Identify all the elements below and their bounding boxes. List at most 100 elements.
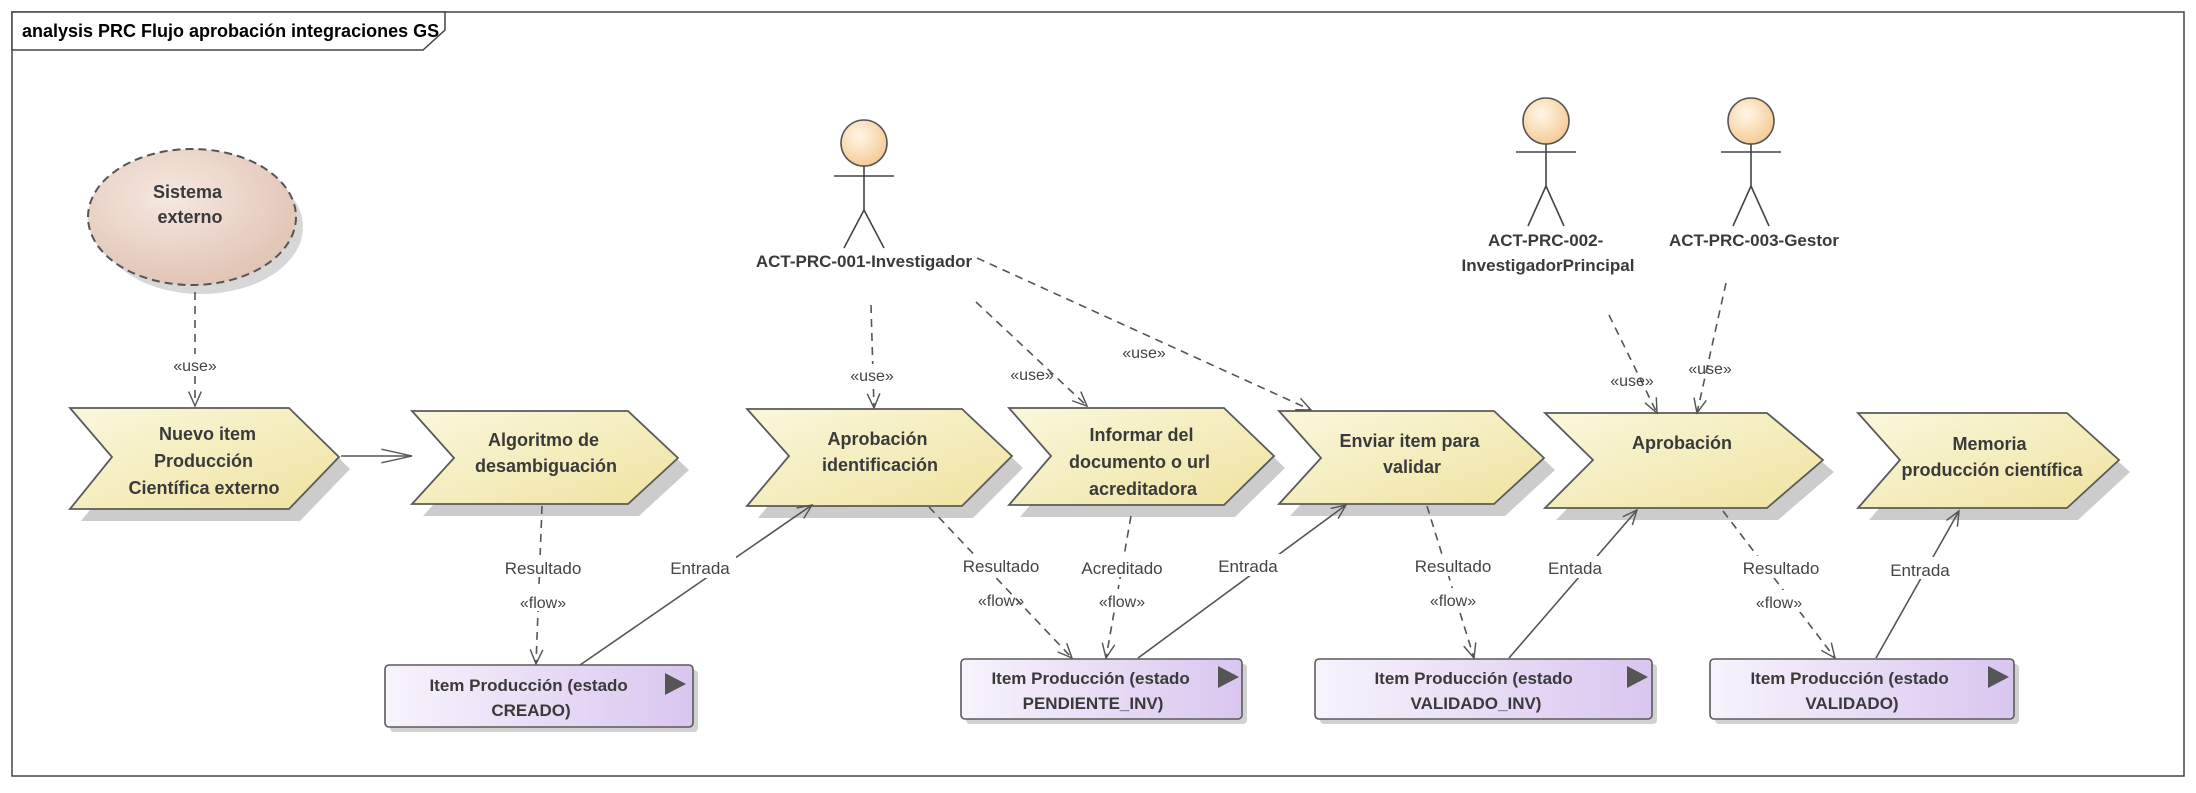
actor-head-icon (1727, 97, 1775, 145)
connectors (188, 257, 1960, 666)
flow-label: «flow» (1756, 595, 1802, 612)
flow-connector[interactable] (1101, 515, 1132, 660)
process-algoritmo-label-2: desambiguación (475, 456, 617, 476)
svg-text:Item Producción (estado: Item Producción (estado VALIDADO_INV) (1374, 669, 1577, 713)
flow-label: «flow» (520, 595, 566, 612)
use-label: «use» (1688, 361, 1732, 378)
external-system[interactable]: Sistema externo (87, 148, 303, 294)
play-icon (1627, 666, 1648, 688)
process-aprobacion-label: Aprobación (1632, 433, 1732, 453)
flow-label: «flow» (1099, 594, 1145, 611)
use-connector[interactable] (1608, 314, 1658, 415)
svg-text:Informar del documento o: Informar del documento o url acreditador… (1069, 425, 1215, 499)
process-algoritmo-label-1: Algoritmo de (488, 430, 599, 450)
play-icon (665, 673, 686, 695)
process-aprobacion[interactable]: Aprobación (1542, 412, 1834, 520)
external-system-label-2: externo (157, 207, 222, 227)
resultado-label: Resultado (963, 557, 1040, 576)
process-nuevo-item-label-3: Científica externo (128, 478, 279, 498)
actor-gestor-label: ACT-PRC-003-Gestor (1669, 231, 1839, 250)
use-connector[interactable] (975, 301, 1089, 408)
resultado-label: Resultado (1415, 557, 1492, 576)
process-aprobacion-identificacion-label-2: identificación (822, 455, 938, 475)
frame-title: analysis PRC Flujo aprobación integracio… (22, 21, 439, 41)
flow-connector[interactable] (1722, 510, 1837, 660)
svg-text:Nuevo item Producción: Nuevo item Producción Científica externo (128, 424, 279, 498)
process-memoria[interactable]: Memoria producción científica (1855, 412, 2130, 520)
object-validado-inv-label-1: Item Producción (estado (1374, 669, 1572, 688)
input-connector[interactable] (1508, 508, 1639, 659)
actor-investigador-principal[interactable]: ACT-PRC-002- InvestigadorPrincipal (1462, 97, 1635, 275)
process-enviar-item-label-1: Enviar item para (1339, 431, 1480, 451)
svg-text:Item Producción (estado: Item Producción (estado PENDIENTE_INV) (991, 669, 1194, 713)
flow-connector[interactable] (529, 505, 544, 666)
actor-head-icon (1522, 97, 1570, 145)
process-memoria-label-2: producción científica (1901, 460, 2083, 480)
entada-label: Entada (1548, 559, 1602, 578)
svg-text:Memoria producción cient: Memoria producción científica (1901, 434, 2083, 480)
use-label: «use» (173, 358, 217, 375)
object-validado-inv-label-2: VALIDADO_INV) (1411, 694, 1542, 713)
process-informar-documento-label-3: acreditadora (1089, 479, 1198, 499)
process-enviar-item-label-2: validar (1383, 457, 1441, 477)
entrada-label: Entrada (1890, 561, 1950, 580)
play-icon (1218, 666, 1239, 688)
process-algoritmo[interactable]: Algoritmo de desambiguación (409, 410, 689, 516)
entrada-label: Entrada (670, 559, 730, 578)
resultado-label: Resultado (505, 559, 582, 578)
svg-text:ACT-PRC-002- Investigado: ACT-PRC-002- InvestigadorPrincipal (1462, 231, 1635, 275)
process-nuevo-item-label-2: Producción (154, 451, 253, 471)
object-validado[interactable]: Item Producción (estado VALIDADO) (1709, 658, 2019, 724)
resultado-label: Resultado (1743, 559, 1820, 578)
frame-tab (11, 11, 446, 51)
process-informar-documento[interactable]: Informar del documento o url acreditador… (1007, 407, 1285, 517)
object-creado-label-2: CREADO) (491, 701, 570, 720)
process-nuevo-item-label-1: Nuevo item (159, 424, 256, 444)
object-creado-label-1: Item Producción (estado (429, 676, 627, 695)
play-icon (1988, 666, 2009, 688)
object-validado-inv[interactable]: Item Producción (estado VALIDADO_INV) (1314, 658, 1657, 724)
svg-text:Sistema externo: Sistema externo (153, 182, 227, 227)
process-informar-documento-label-1: Informar del (1089, 425, 1193, 445)
flow-connector[interactable] (928, 506, 1074, 660)
svg-text:Enviar item para validar: Enviar item para validar (1339, 431, 1484, 477)
process-aprobacion-identificacion[interactable]: Aprobación identificación (744, 408, 1023, 518)
svg-text:Aprobación identificació: Aprobación identificación (822, 429, 938, 475)
process-nuevo-item[interactable]: Nuevo item Producción Científica externo (68, 407, 350, 521)
actor-investigador-label: ACT-PRC-001-Investigador (756, 252, 973, 271)
actor-investigador[interactable]: ACT-PRC-001-Investigador (756, 119, 973, 271)
svg-text:Item Producción (estado: Item Producción (estado CREADO) (429, 676, 632, 720)
connector-labels: «use» «use» «use» «use» «use» «use» Resu… (167, 345, 1956, 612)
input-connector[interactable] (1137, 503, 1348, 659)
flow-connector[interactable] (1426, 505, 1477, 660)
external-system-label-1: Sistema (153, 182, 223, 202)
svg-text:Item Producción (estado: Item Producción (estado VALIDADO) (1750, 669, 1953, 713)
entrada-label: Entrada (1218, 557, 1278, 576)
object-pendiente-inv[interactable]: Item Producción (estado PENDIENTE_INV) (960, 658, 1247, 724)
process-aprobacion-identificacion-label-1: Aprobación (827, 429, 927, 449)
object-pendiente-inv-label-1: Item Producción (estado (991, 669, 1189, 688)
use-label: «use» (1010, 367, 1054, 384)
use-label: «use» (850, 368, 894, 385)
use-connector[interactable] (866, 304, 881, 410)
use-connector[interactable] (976, 257, 1313, 411)
use-label: «use» (1610, 373, 1654, 390)
flow-label: «flow» (1430, 593, 1476, 610)
process-informar-documento-label-2: documento o url (1069, 452, 1210, 472)
actor-gestor[interactable]: ACT-PRC-003-Gestor (1669, 97, 1839, 250)
use-label: «use» (1122, 345, 1166, 362)
object-pendiente-inv-label-2: PENDIENTE_INV) (1023, 694, 1164, 713)
actor-investigador-principal-label-1: ACT-PRC-002- (1488, 231, 1603, 250)
acreditado-label: Acreditado (1081, 559, 1162, 578)
input-connector[interactable] (579, 503, 814, 666)
actor-investigador-principal-label-2: InvestigadorPrincipal (1462, 256, 1635, 275)
flow-label: «flow» (978, 593, 1024, 610)
input-connector[interactable] (1875, 509, 1960, 659)
process-memoria-label-1: Memoria (1952, 434, 2027, 454)
actor-head-icon (840, 119, 888, 167)
object-validado-label-2: VALIDADO) (1805, 694, 1898, 713)
svg-text:Algoritmo de desambiguac: Algoritmo de desambiguación (475, 430, 617, 476)
process-enviar-item[interactable]: Enviar item para validar (1276, 410, 1555, 516)
object-creado[interactable]: Item Producción (estado CREADO) (384, 664, 698, 732)
